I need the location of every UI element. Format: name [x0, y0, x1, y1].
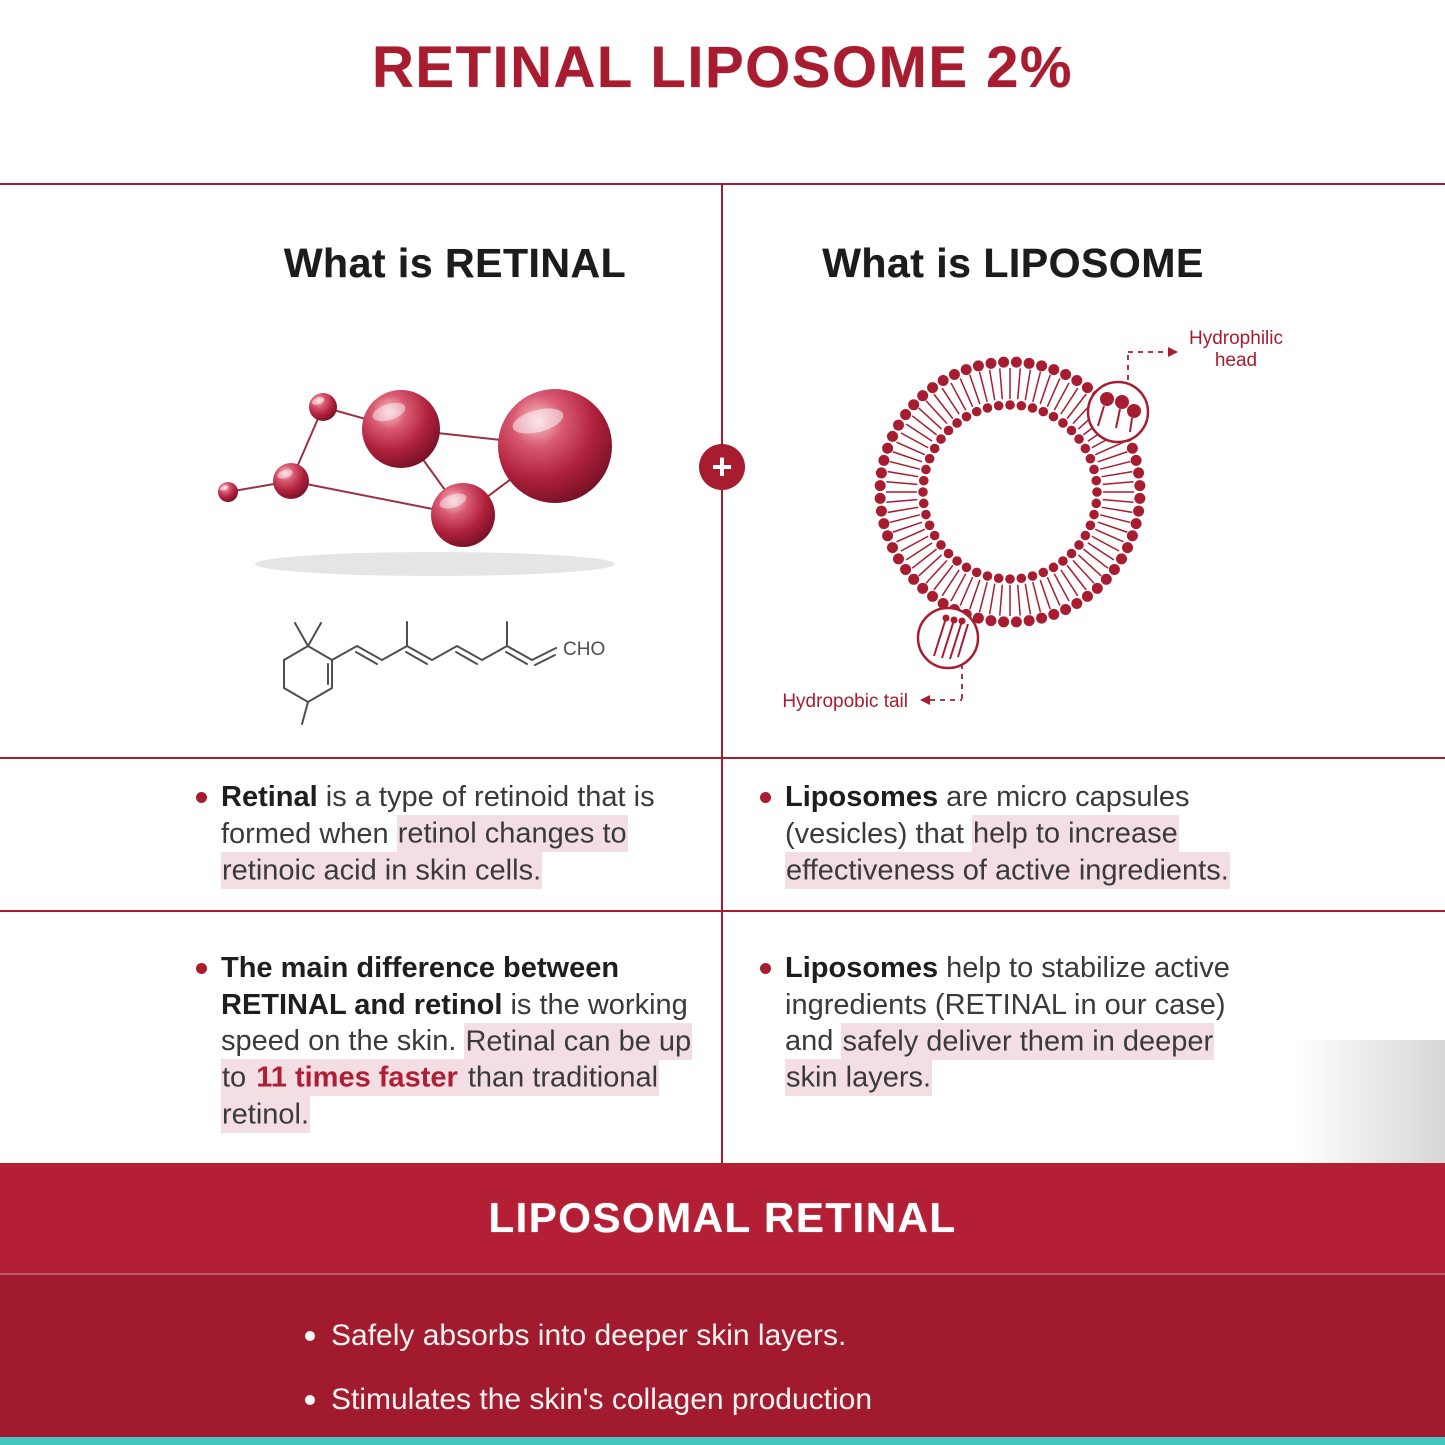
retinal-molecule-illustration [218, 389, 615, 576]
page-title: RETINAL LIPOSOME 2% [372, 35, 1073, 100]
left-column-header: What is RETINAL [283, 240, 627, 286]
list-item: Retinal is a type of retinoid that is fo… [196, 779, 716, 889]
plus-icon: + [699, 444, 745, 490]
bottom-teal-strip [0, 1437, 1445, 1445]
liposome-annotations [916, 347, 1178, 705]
divider-vertical [721, 184, 723, 1163]
list-item: Liposomes are micro capsules (vesicles) … [760, 779, 1272, 889]
page-edge-shadow [1295, 1040, 1445, 1163]
bullet-dot [760, 792, 771, 803]
liposome-diagram [874, 347, 1178, 705]
bullet-dot [196, 792, 207, 803]
footer-section: Safely absorbs into deeper skin layers. … [0, 1273, 1445, 1439]
footer-bullet-1: Safely absorbs into deeper skin layers. [331, 1319, 847, 1352]
bullet-dot [305, 1395, 315, 1405]
bullet-dot [196, 963, 207, 974]
list-item: The main difference between RETINAL and … [196, 950, 716, 1133]
banner-title: LIPOSOMAL RETINAL [488, 1194, 957, 1241]
hydrophobic-tail-label: Hydropobic tail [782, 691, 908, 712]
retinal-definition-text: Retinal is a type of retinoid that is fo… [221, 779, 716, 889]
cho-label: CHO [563, 639, 605, 660]
footer-bullet-2: Stimulates the skin's collagen productio… [331, 1383, 873, 1416]
list-item: Stimulates the skin's collagen productio… [305, 1381, 872, 1419]
list-item: Liposomes help to stabilize active ingre… [760, 950, 1272, 1097]
retinal-difference-text: The main difference between RETINAL and … [221, 950, 716, 1133]
list-item: Safely absorbs into deeper skin layers. [305, 1317, 846, 1355]
liposome-function-text: Liposomes help to stabilize active ingre… [785, 950, 1272, 1097]
liposomal-retinal-banner: LIPOSOMAL RETINAL [0, 1163, 1445, 1273]
right-column-header: What is LIPOSOME [822, 240, 1204, 286]
retinal-chemical-structure: CHO [283, 621, 605, 725]
liposome-definition-text: Liposomes are micro capsules (vesicles) … [785, 779, 1272, 889]
hydrophilic-head-label: Hydrophilic head [1189, 328, 1283, 372]
bullet-dot [760, 963, 771, 974]
bullet-dot [305, 1331, 315, 1341]
